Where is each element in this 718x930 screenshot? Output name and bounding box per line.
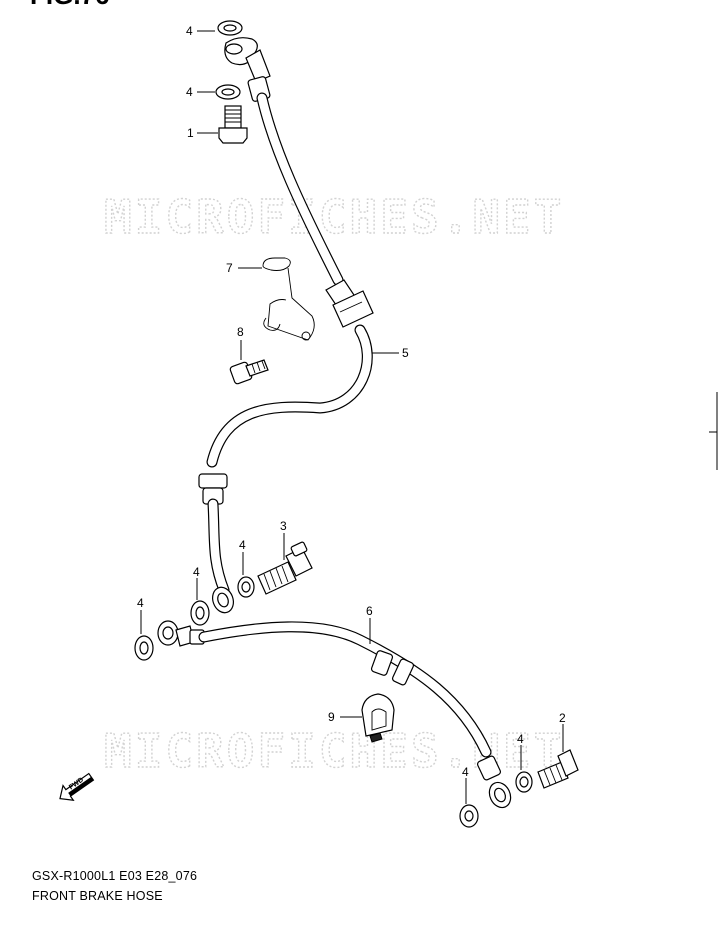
callout-4-f: 4 bbox=[517, 732, 524, 746]
fwd-arrow-icon: FWD bbox=[59, 772, 95, 802]
callout-3: 3 bbox=[280, 519, 287, 533]
union-bolt-1 bbox=[218, 105, 248, 144]
callout-4-d: 4 bbox=[193, 565, 200, 579]
washer-4-e bbox=[134, 635, 154, 661]
hose-6-lower bbox=[157, 620, 512, 809]
callout-9: 9 bbox=[328, 710, 335, 724]
washer-4-d bbox=[190, 600, 210, 626]
callout-4-g: 4 bbox=[462, 765, 469, 779]
bolt-8 bbox=[229, 359, 269, 385]
callout-2: 2 bbox=[559, 711, 566, 725]
callout-6: 6 bbox=[366, 604, 373, 618]
leader-lines bbox=[140, 30, 564, 804]
bracket-clamp-7 bbox=[262, 257, 315, 341]
union-bolt-3 bbox=[257, 541, 313, 595]
washer-4-b bbox=[215, 84, 241, 100]
union-bolt-2 bbox=[537, 749, 579, 789]
grommet-clamp-9 bbox=[361, 693, 395, 743]
figure-title: FIG.76 bbox=[30, 0, 109, 10]
washer-4-a bbox=[217, 20, 243, 36]
callout-4-c: 4 bbox=[239, 538, 246, 552]
callout-4-a: 4 bbox=[186, 24, 193, 38]
washer-4-g bbox=[459, 804, 479, 828]
callout-7: 7 bbox=[226, 261, 233, 275]
callout-4-b: 4 bbox=[186, 85, 193, 99]
washer-4-f bbox=[515, 771, 533, 793]
footer-model-code: GSX-R1000L1 E03 E28_076 bbox=[32, 869, 197, 883]
watermark-top: MICROFICHES.NET bbox=[104, 190, 564, 244]
callout-8: 8 bbox=[237, 325, 244, 339]
hose-5-upper bbox=[198, 37, 374, 614]
footer-caption: FRONT BRAKE HOSE bbox=[32, 889, 163, 903]
callout-4-e: 4 bbox=[137, 596, 144, 610]
callout-1: 1 bbox=[187, 126, 194, 140]
callout-5: 5 bbox=[402, 346, 409, 360]
washer-4-c bbox=[237, 576, 255, 598]
